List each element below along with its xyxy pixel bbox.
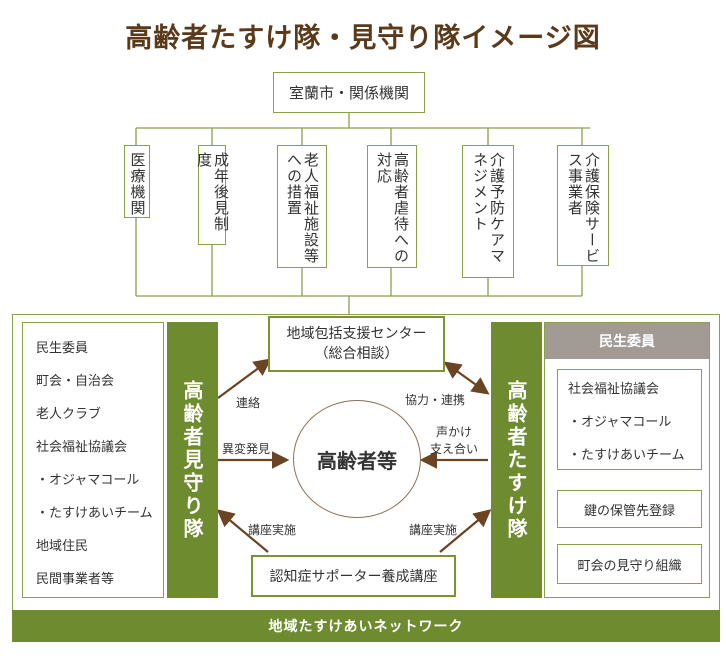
agency-elderly-facility: 老人福祉施設等への措置 bbox=[277, 145, 327, 268]
arrow-label-koekake: 声かけ bbox=[436, 425, 473, 439]
agency-label: 介護予防ケアマネジメント bbox=[471, 152, 506, 264]
agency-medical: 医療機関 bbox=[124, 145, 150, 218]
mimamori-team-bar: 高齢者見守り隊 bbox=[167, 322, 218, 598]
dementia-supporter-course: 認知症サポーター養成講座 bbox=[251, 555, 456, 597]
key-storage-label: 鍵の保管先登録 bbox=[583, 503, 675, 519]
mimamori-member: 民間事業者等 bbox=[36, 572, 115, 587]
tasuke-member: ・たすけあいチーム bbox=[568, 448, 685, 463]
mimamori-member: ・オジャマコール bbox=[36, 473, 140, 488]
agency-label: 介護保険サービス事業者 bbox=[566, 152, 601, 264]
elderly-core-label: 高齢者等 bbox=[317, 448, 397, 473]
tasuke-team-title: 高齢者たすけ隊 bbox=[504, 379, 528, 541]
agency-care-insurance: 介護保険サービス事業者 bbox=[557, 145, 609, 266]
network-bar: 地域たすけあいネットワーク bbox=[12, 610, 720, 642]
key-storage-box: 鍵の保管先登録 bbox=[557, 490, 702, 528]
city-agencies-label: 室蘭市・関係機関 bbox=[288, 84, 409, 102]
tasuke-council-box bbox=[557, 369, 702, 470]
mimamori-member: 社会福祉協議会 bbox=[36, 440, 128, 455]
agency-label: 医療機関 bbox=[128, 152, 147, 216]
arrow-label-renraku: 連絡 bbox=[236, 396, 261, 410]
comprehensive-support-center: 地域包括支援センター （総合相談） bbox=[268, 316, 445, 372]
tasuke-header-label: 民生委員 bbox=[599, 334, 655, 350]
tasuke-member: ・オジャマコール bbox=[568, 415, 672, 430]
arrow-label-koza-left: 講座実施 bbox=[248, 523, 297, 537]
support-center-name: 地域包括支援センター bbox=[286, 326, 427, 342]
city-agencies-box: 室蘭市・関係機関 bbox=[273, 72, 425, 113]
agency-label: 成年後見制度 bbox=[195, 152, 230, 232]
tasuke-team-bar: 高齢者たすけ隊 bbox=[491, 322, 542, 598]
mimamori-member: ・たすけあいチーム bbox=[36, 506, 153, 521]
elderly-core-circle: 高齢者等 bbox=[293, 400, 421, 518]
page-title: 高齢者たすけ隊・見守り隊イメージ図 bbox=[125, 23, 601, 54]
tasuke-header: 民生委員 bbox=[545, 323, 709, 359]
mimamori-member: 町会・自治会 bbox=[36, 374, 115, 389]
agency-label: 高齢者虐待への対応 bbox=[375, 152, 410, 264]
mimamori-member: 地域住民 bbox=[36, 539, 89, 554]
town-watch-box: 町会の見守り組織 bbox=[557, 544, 702, 584]
agency-care-management: 介護予防ケアマネジメント bbox=[462, 145, 514, 278]
mimamori-team-title: 高齢者見守り隊 bbox=[180, 379, 204, 541]
agency-label: 老人福祉施設等への措置 bbox=[285, 152, 320, 264]
mimamori-member: 老人クラブ bbox=[36, 407, 102, 422]
tasuke-member: 社会福祉協議会 bbox=[568, 382, 660, 397]
arrow-label-kyoryoku: 協力・連携 bbox=[405, 393, 466, 407]
arrow-label-sasaeai: 支え合い bbox=[430, 442, 479, 456]
network-label: 地域たすけあいネットワーク bbox=[268, 619, 464, 635]
mimamori-member-box bbox=[22, 322, 164, 598]
arrow-label-koza-right: 講座実施 bbox=[409, 523, 458, 537]
mimamori-member: 民生委員 bbox=[36, 341, 89, 356]
agency-guardianship: 成年後見制度 bbox=[195, 145, 230, 245]
agency-abuse: 高齢者虐待への対応 bbox=[367, 145, 417, 268]
support-center-sub: （総合相談） bbox=[314, 346, 399, 362]
arrow-label-ihen: 異変発見 bbox=[222, 442, 271, 456]
dementia-course-label: 認知症サポーター養成講座 bbox=[269, 569, 438, 585]
town-watch-label: 町会の見守り組織 bbox=[577, 558, 682, 574]
